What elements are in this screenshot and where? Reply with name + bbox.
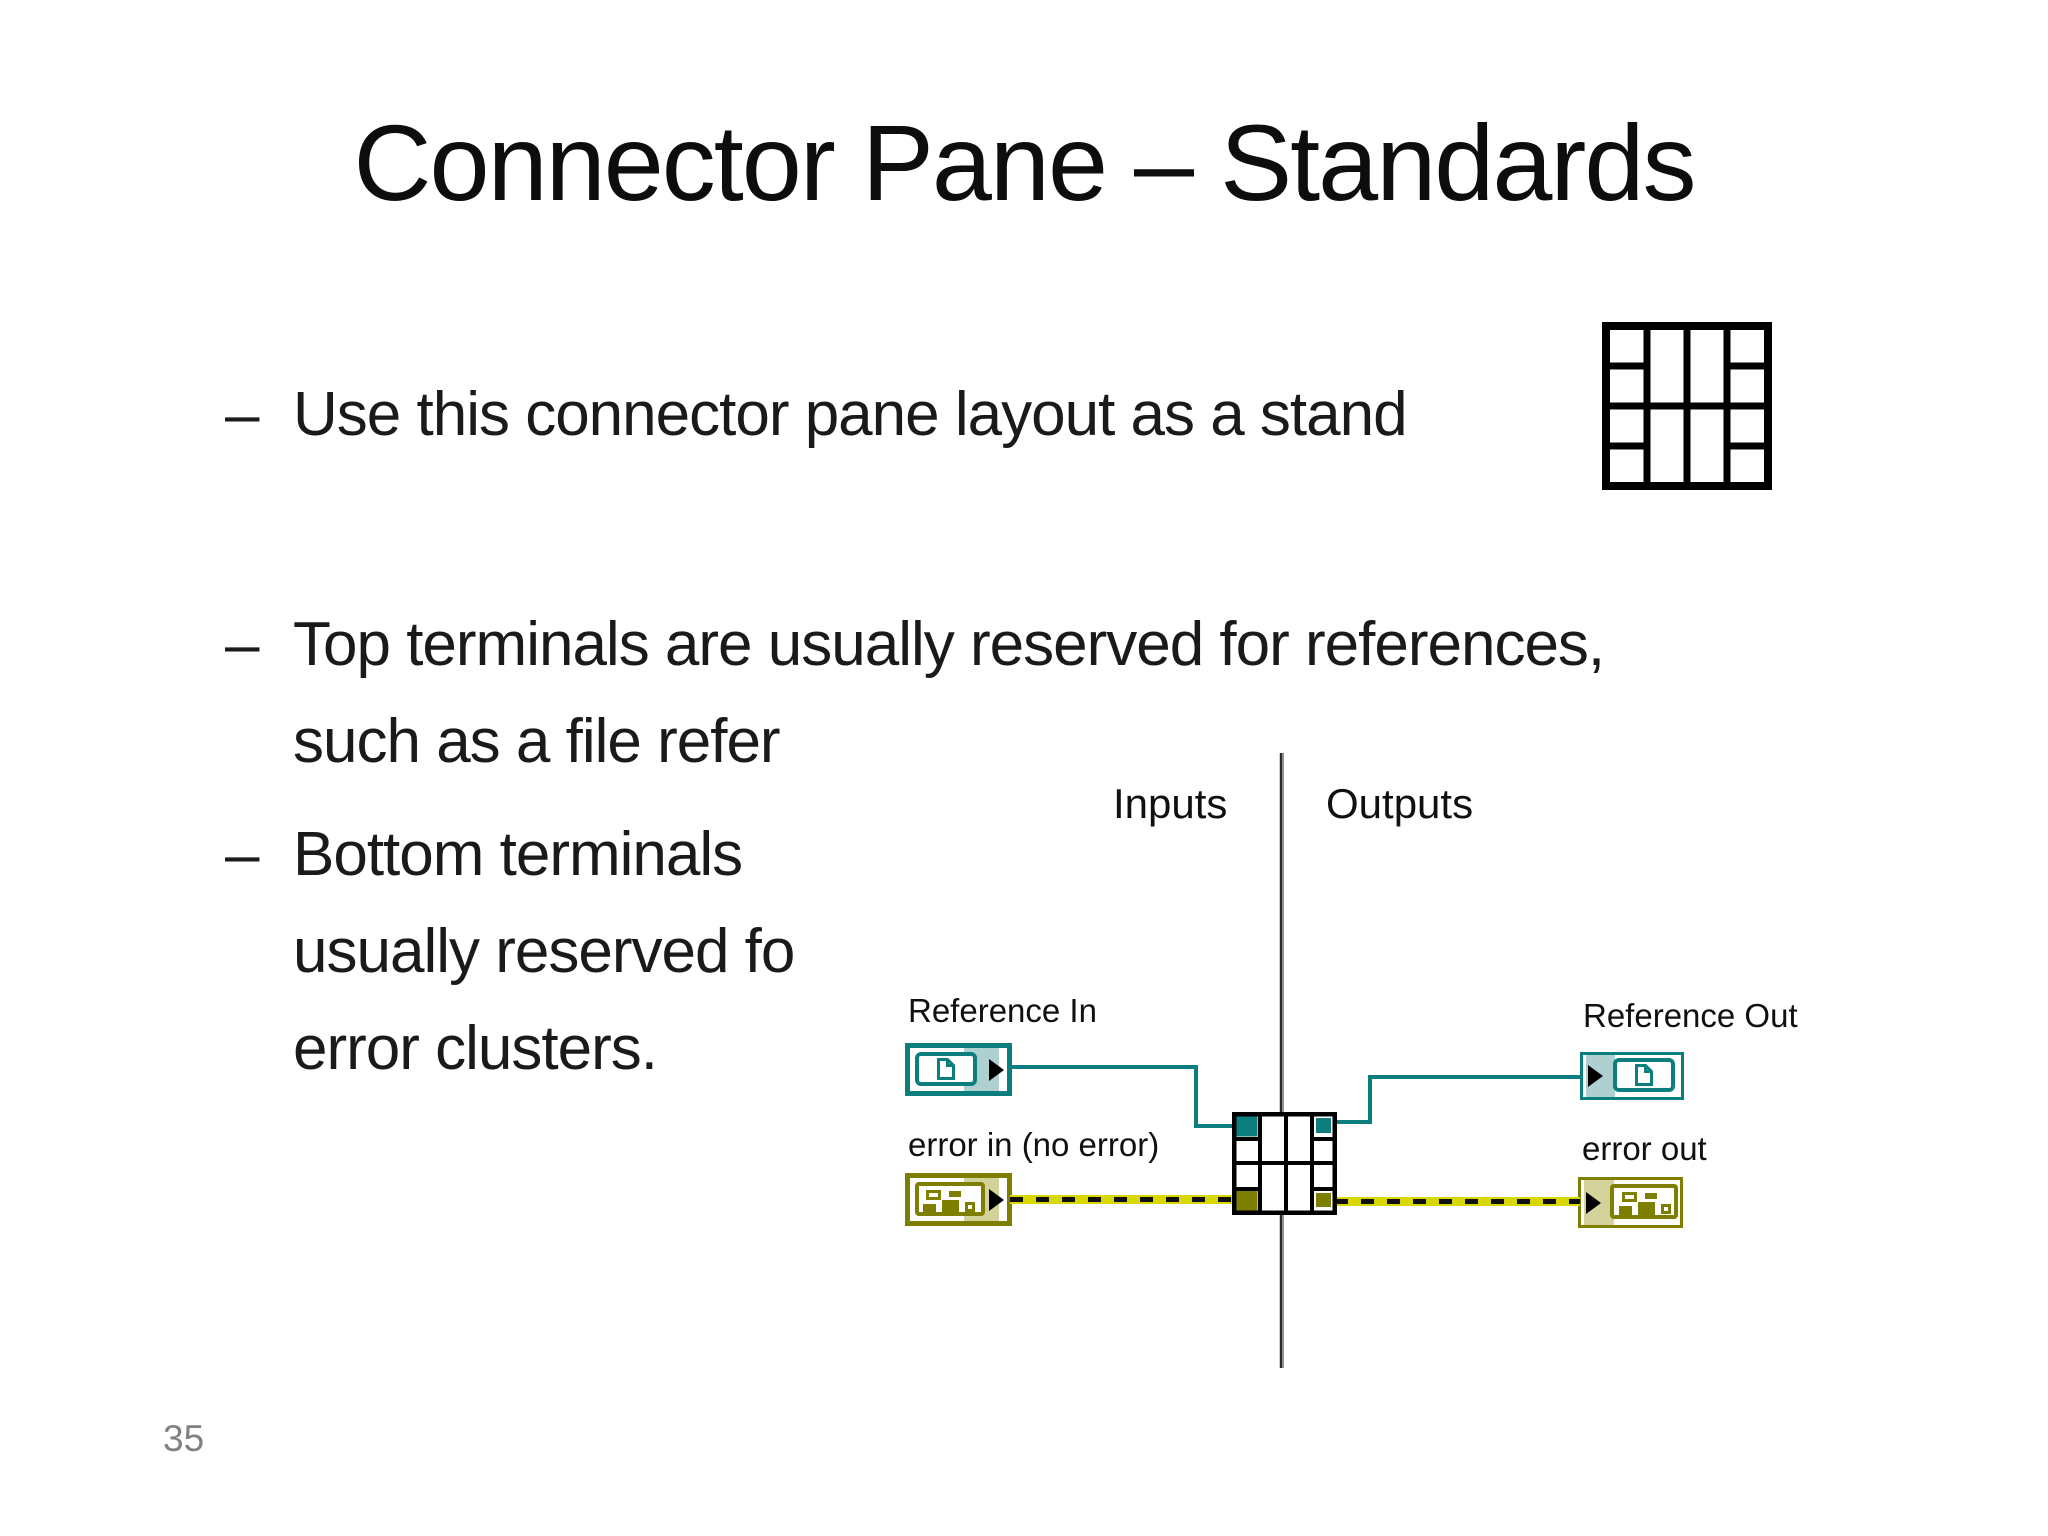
error-in-arrow-icon xyxy=(989,1188,1004,1211)
reference-in-arrow-icon xyxy=(989,1058,1004,1081)
bullet-3-text-line3: error clusters. xyxy=(293,1014,658,1083)
reference-out-wire xyxy=(1335,1120,1372,1124)
outputs-label: Outputs xyxy=(1326,780,1474,827)
cluster-glyph xyxy=(942,1200,959,1214)
file-glyph-icon xyxy=(1635,1064,1653,1086)
bullet-3-text-line1: Bottom terminals xyxy=(293,820,743,889)
cluster-glyph xyxy=(1661,1204,1671,1214)
error-in-terminal-icon xyxy=(905,1173,1012,1226)
inputs-outputs-divider-line xyxy=(1279,753,1284,1368)
connector-pane-grid-figure xyxy=(1596,314,1798,502)
bullet-2: – Top terminals are usually reserved for… xyxy=(225,596,1985,790)
bullet-3-text-line2: usually reserved fo xyxy=(293,917,795,986)
bullet-3: – Bottom terminals usually reserved fo e… xyxy=(225,806,1985,1097)
cluster-glyph xyxy=(1622,1192,1637,1202)
page-number: 35 xyxy=(163,1418,205,1459)
cluster-glyph xyxy=(1619,1206,1632,1216)
reference-out-wire xyxy=(1368,1075,1372,1124)
error-out-cluster-box xyxy=(1610,1184,1678,1219)
error-out-terminal-icon xyxy=(1578,1177,1683,1228)
inputs-label: Inputs xyxy=(1113,780,1228,827)
connector-pane-block xyxy=(1231,1111,1338,1216)
bullet-2-text-line2: such as a file refer xyxy=(293,707,781,776)
error-out-arrow-icon xyxy=(1586,1191,1601,1214)
cluster-glyph xyxy=(949,1191,961,1197)
reference-out-refnum-box xyxy=(1613,1058,1675,1092)
connector-wiring-diagram: Inputs Outputs Reference In error in (no… xyxy=(880,740,1870,1385)
bullet-1-text: Use this connector pane layout as a stan… xyxy=(293,380,1408,449)
slide-title: Connector Pane – Standards xyxy=(353,102,1697,223)
bullet-1-dash: – xyxy=(225,380,260,449)
reference-out-arrow-icon xyxy=(1588,1065,1603,1087)
bullet-2-text-line1: Top terminals are usually reserved for r… xyxy=(293,610,1605,679)
cluster-glyph xyxy=(926,1190,941,1200)
error-out-label: error out xyxy=(1582,1130,1707,1167)
reference-in-refnum-box xyxy=(915,1052,977,1086)
reference-in-wire xyxy=(1194,1065,1198,1128)
reference-in-terminal-icon xyxy=(905,1043,1012,1096)
connector-pane-grid-icon xyxy=(1602,322,1772,490)
bullet-2-dash: – xyxy=(225,610,260,679)
error-in-label: error in (no error) xyxy=(908,1126,1160,1163)
cluster-glyph xyxy=(965,1202,975,1212)
cluster-glyph xyxy=(923,1204,936,1214)
reference-out-wire xyxy=(1368,1075,1582,1079)
bullet-1: – Use this connector pane layout as a st… xyxy=(225,366,1985,463)
reference-in-wire xyxy=(1012,1065,1198,1069)
error-in-wire xyxy=(1010,1195,1234,1204)
file-glyph-icon xyxy=(937,1058,955,1080)
reference-out-label: Reference Out xyxy=(1583,997,1798,1034)
cluster-glyph xyxy=(1638,1202,1655,1216)
error-in-cluster-box xyxy=(915,1182,985,1216)
reference-in-wire xyxy=(1194,1124,1236,1128)
bullet-3-dash: – xyxy=(225,820,260,889)
error-out-wire xyxy=(1335,1197,1580,1206)
reference-in-label: Reference In xyxy=(908,992,1097,1029)
reference-out-terminal-icon xyxy=(1580,1052,1684,1100)
cluster-glyph xyxy=(1645,1193,1657,1199)
